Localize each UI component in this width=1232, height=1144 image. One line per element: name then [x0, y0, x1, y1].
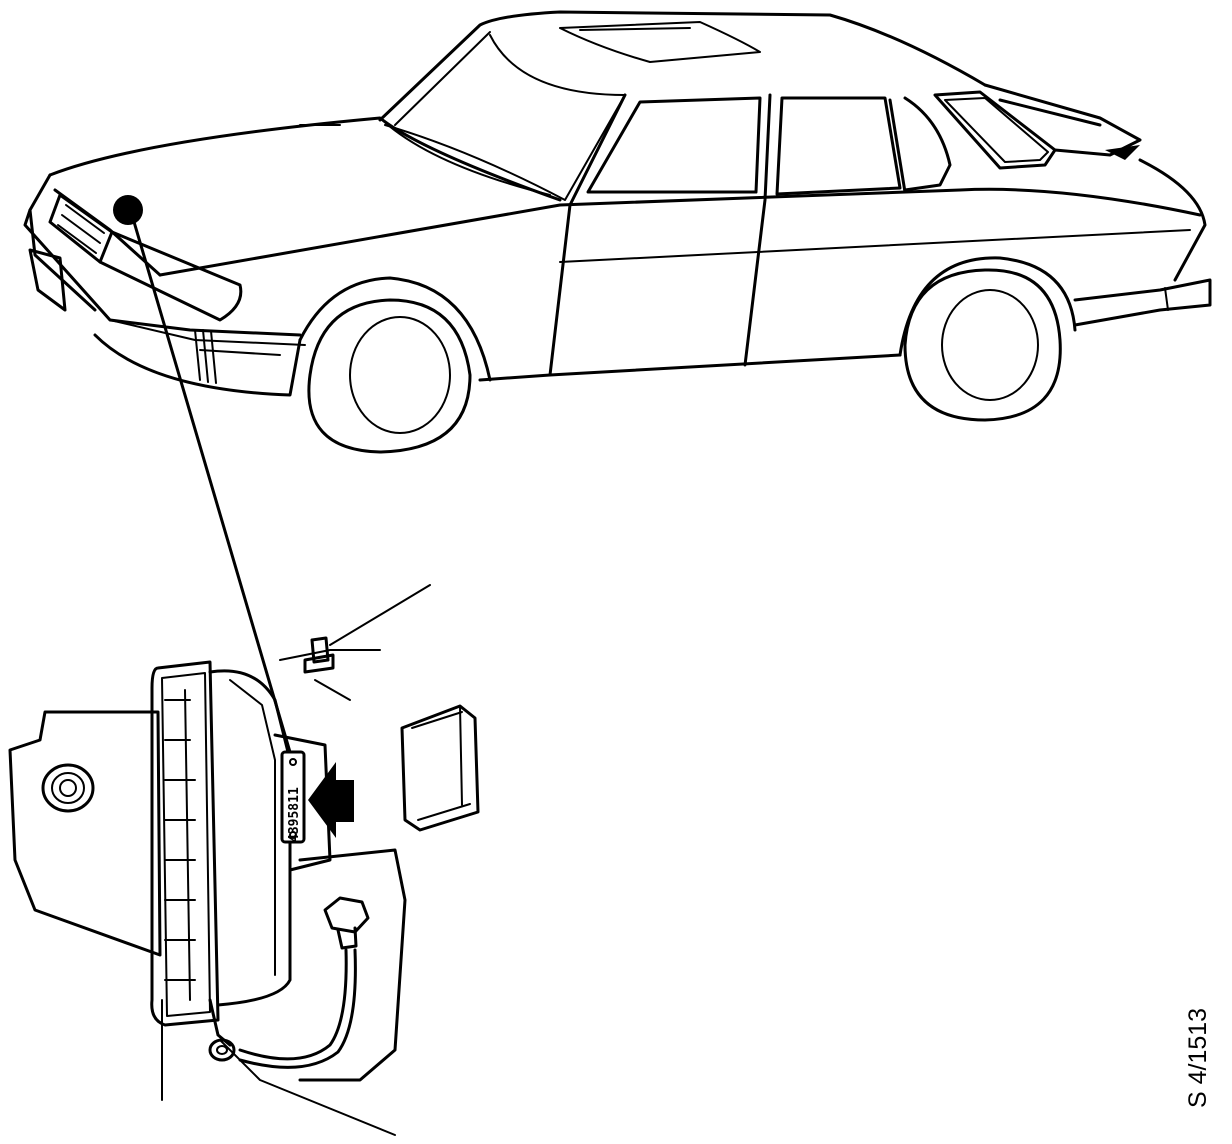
car-illustration	[25, 12, 1210, 452]
serial-number-text: 4395811	[287, 787, 302, 842]
figure-reference: S 4/1513	[1184, 1008, 1212, 1108]
location-leader-line	[132, 215, 290, 752]
location-marker-dot	[113, 195, 143, 225]
pointer-arrow	[308, 762, 354, 838]
component-detail-illustration	[10, 585, 478, 1135]
serial-label-plate	[282, 752, 304, 842]
